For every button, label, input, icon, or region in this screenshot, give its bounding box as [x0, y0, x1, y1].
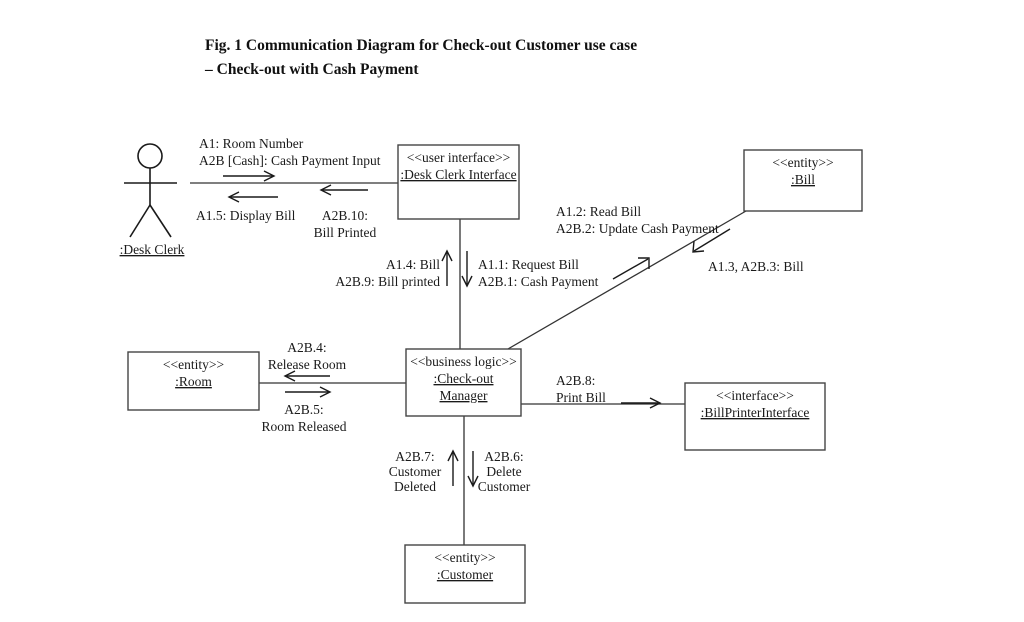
arrow-clerk-to-interface: [223, 170, 276, 182]
node-bill[interactable]: <<entity>> :Bill: [743, 149, 863, 212]
arrow-manager-to-room: [283, 370, 330, 382]
message-label-a12-read-bill: A1.2: Read Bill: [556, 204, 641, 219]
node-name-customer: :Customer: [437, 567, 494, 582]
node-stereotype-customer: <<entity>>: [434, 550, 495, 565]
node-desk-clerk-interface[interactable]: <<user interface>> :Desk Clerk Interface: [397, 144, 520, 220]
arrow-bill-to-manager: [692, 228, 731, 253]
message-label-a2b8: A2B.8:: [556, 373, 595, 388]
arrow-manager-to-interface: [441, 249, 453, 286]
message-label-a14-bill: A1.4: Bill: [386, 257, 440, 272]
message-label-a11-request-bill: A1.1: Request Bill: [478, 257, 579, 272]
actor-leg-left-line: [129, 204, 151, 238]
message-label-a2b10-bill-printed: Bill Printed: [314, 225, 377, 240]
message-label-a2b1-cash-payment: A2B.1: Cash Payment: [478, 274, 599, 289]
message-label-a1-room-number: A1: Room Number: [199, 136, 304, 151]
link-interface-manager: A1.4: Bill A2B.9: Bill printed A1.1: Req…: [335, 219, 599, 349]
message-label-a13-a2b3-bill: A1.3, A2B.3: Bill: [708, 259, 804, 274]
node-room[interactable]: <<entity>> :Room: [127, 351, 260, 411]
link-manager-bill: A1.2: Read Bill A2B.2: Update Cash Payme…: [507, 204, 804, 350]
message-label-a2b4-release-room: Release Room: [268, 357, 347, 372]
message-label-a15-display-bill: A1.5: Display Bill: [196, 208, 296, 223]
arrow-manager-to-customer: [467, 451, 479, 488]
node-name-check-out-manager-line-2: Manager: [440, 388, 488, 403]
figure-title-line-2: – Check-out with Cash Payment: [204, 61, 419, 78]
node-stereotype-room: <<entity>>: [163, 357, 224, 372]
arrow-manager-to-bill: [612, 257, 650, 280]
arrow-interface-to-clerk-bill-printed: [319, 184, 368, 196]
node-check-out-manager[interactable]: <<business logic>> :Check-out Manager: [405, 348, 522, 417]
node-box-room[interactable]: [127, 351, 260, 411]
node-name-room: :Room: [175, 374, 212, 389]
node-stereotype-check-out-manager: <<business logic>>: [410, 354, 517, 369]
node-bill-printer-interface[interactable]: <<interface>> :BillPrinterInterface: [684, 382, 826, 451]
message-label-a2b5-room-released: Room Released: [261, 419, 346, 434]
message-label-a2b-cash-payment-input: A2B [Cash]: Cash Payment Input: [199, 153, 381, 168]
actor-leg-right-line: [149, 204, 172, 238]
node-stereotype-bill-printer-interface: <<interface>>: [716, 388, 794, 403]
node-name-bill: :Bill: [791, 172, 815, 187]
message-label-a2b6-delete: Delete: [486, 464, 521, 479]
message-label-a2b6: A2B.6:: [484, 449, 523, 464]
link-manager-printer: A2B.8: Print Bill: [521, 373, 685, 409]
message-label-a2b4: A2B.4:: [287, 340, 326, 355]
arrow-manager-to-printer: [621, 397, 662, 409]
node-box-check-out-manager[interactable]: [405, 348, 522, 417]
link-room-manager: A2B.4: Release Room A2B.5: Room Released: [259, 340, 406, 434]
actor-label: :Desk Clerk: [120, 242, 185, 257]
node-box-bill[interactable]: [743, 149, 863, 212]
actor-head-icon: [137, 143, 163, 169]
node-name-desk-clerk-interface: :Desk Clerk Interface: [400, 167, 516, 182]
message-label-a2b2-update-cash-payment: A2B.2: Update Cash Payment: [556, 221, 719, 236]
message-label-a2b8-print-bill: Print Bill: [556, 390, 606, 405]
node-box-bill-printer-interface[interactable]: [684, 382, 826, 451]
arrow-room-to-manager: [285, 386, 332, 398]
arrow-interface-to-clerk-display-bill: [227, 191, 278, 203]
message-label-a2b7-customer: Customer: [389, 464, 442, 479]
message-label-a2b7: A2B.7:: [395, 449, 434, 464]
node-stereotype-bill: <<entity>>: [772, 155, 833, 170]
link-manager-customer: A2B.7: Customer Deleted A2B.6: Delete Cu…: [389, 416, 531, 545]
link-clerk-interface: A1: Room Number A2B [Cash]: Cash Payment…: [190, 136, 398, 240]
message-label-a2b6-customer: Customer: [478, 479, 531, 494]
link-line-manager-bill: [507, 210, 747, 350]
arrow-customer-to-manager: [447, 449, 459, 486]
message-label-a2b9-bill-printed: A2B.9: Bill printed: [335, 274, 440, 289]
arrow-interface-to-manager: [461, 251, 473, 288]
actor-desk-clerk: :Desk Clerk: [120, 143, 185, 257]
node-customer[interactable]: <<entity>> :Customer: [404, 544, 526, 604]
node-name-bill-printer-interface: :BillPrinterInterface: [701, 405, 810, 420]
node-name-check-out-manager-line-1: :Check-out: [434, 371, 494, 386]
message-label-a2b10: A2B.10:: [322, 208, 368, 223]
node-box-desk-clerk-interface[interactable]: [397, 144, 520, 220]
message-label-a2b5: A2B.5:: [284, 402, 323, 417]
node-box-customer[interactable]: [404, 544, 526, 604]
message-label-a2b7-deleted: Deleted: [394, 479, 436, 494]
figure-title-line-1: Fig. 1 Communication Diagram for Check-o…: [205, 37, 637, 54]
node-stereotype-desk-clerk-interface: <<user interface>>: [407, 150, 511, 165]
